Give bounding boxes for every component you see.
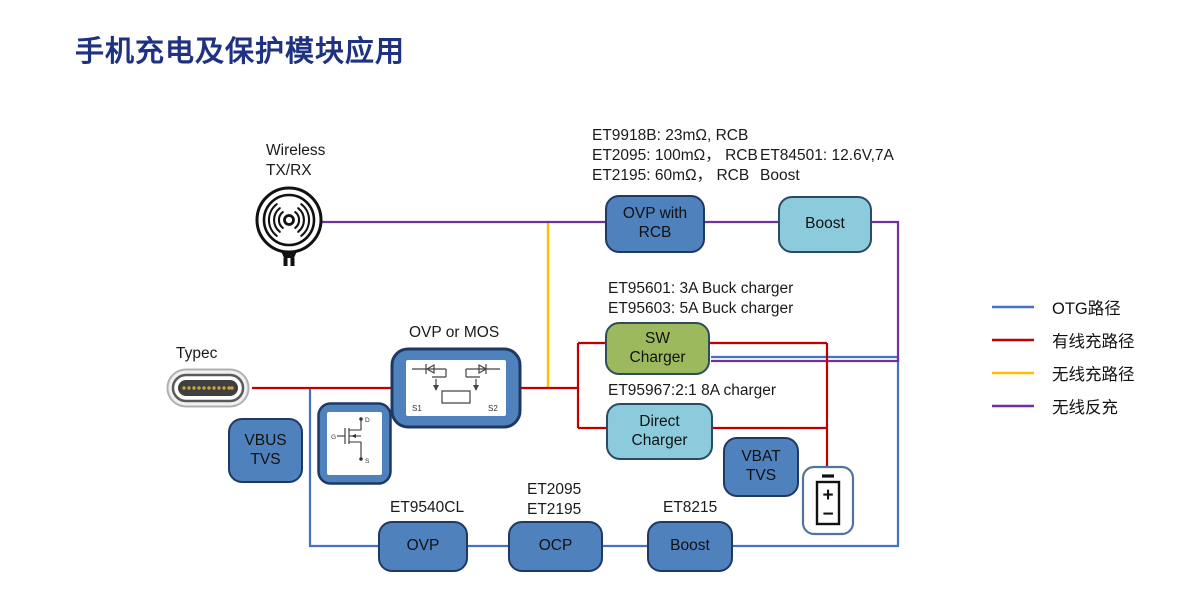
block-ocp-bottom: OCP — [508, 521, 603, 572]
mosfet-symbol — [337, 417, 363, 461]
block-boost-bottom: Boost — [647, 521, 733, 572]
coil-stand — [281, 251, 297, 266]
legend: OTG路径 有线充路径 无线充路径 无线反充 — [990, 297, 1135, 417]
block-vbat-tvs: VBAT TVS — [723, 437, 799, 497]
legend-line-reverse — [992, 404, 1034, 408]
legend-item-wired: 有线充路径 — [990, 330, 1135, 351]
mosfet-block: D G S — [317, 402, 392, 485]
otg-path-blue — [308, 355, 900, 548]
legend-label-reverse: 无线反充 — [1052, 399, 1118, 417]
legend-label-otg: OTG路径 — [1052, 300, 1121, 318]
block-sw-charger: SW Charger — [605, 322, 710, 375]
wireless-txrx-label: Wireless TX/RX — [266, 142, 326, 179]
mosfet-s2-label: S2 — [488, 404, 498, 413]
typec-label: Typec — [176, 345, 218, 362]
battery-minus-sign: − — [822, 504, 833, 525]
block-vbus-tvs: VBUS TVS — [228, 418, 303, 483]
legend-item-otg: OTG路径 — [990, 297, 1135, 318]
legend-label-wireless: 无线充路径 — [1052, 366, 1135, 384]
legend-label-wired: 有线充路径 — [1052, 333, 1135, 351]
mosfet-s1-label: S1 — [412, 404, 422, 413]
ovp-rcb-parts-note: ET9918B: 23mΩ, RCB ET2095: 100mΩ， RCB ET… — [592, 127, 758, 184]
battery-plus-sign: + — [822, 485, 833, 506]
legend-item-reverse: 无线反充 — [990, 396, 1135, 417]
ocp-parts-note: ET2095 ET2195 — [527, 481, 582, 518]
block-ovp-bottom: OVP — [378, 521, 468, 572]
legend-item-wireless: 无线充路径 — [990, 363, 1135, 384]
wireless-coil-icon — [255, 186, 323, 266]
ovp-or-mos-label: OVP or MOS — [409, 324, 500, 341]
typec-connector-icon — [166, 368, 250, 408]
page-title: 手机充电及保护模块应用 — [75, 36, 406, 68]
legend-line-otg — [992, 305, 1034, 309]
battery-icon: + − — [801, 465, 855, 536]
buck-charger-parts-note: ET95601: 3A Buck charger ET95603: 5A Buc… — [608, 280, 794, 317]
mosfet-s-label: S — [365, 458, 370, 465]
legend-line-wireless — [992, 371, 1034, 375]
dual-mosfet-symbol — [412, 363, 500, 404]
legend-line-wired — [992, 338, 1034, 342]
block-boost-top: Boost — [778, 196, 872, 253]
ovp-or-mos-block: S1 S2 — [390, 347, 522, 429]
block-ovp-with-rcb: OVP with RCB — [605, 195, 705, 253]
mosfet-g-label: G — [331, 434, 336, 441]
mosfet-d-label: D — [365, 417, 370, 424]
boost-bottom-part-note: ET8215 — [663, 499, 718, 516]
typec-pins — [182, 386, 234, 390]
boost-part-note: ET84501: 12.6V,7A Boost — [760, 147, 894, 184]
direct-charger-part-note: ET95967:2:1 8A charger — [608, 382, 777, 399]
block-direct-charger: Direct Charger — [606, 403, 713, 460]
ovp-bottom-part-note: ET9540CL — [390, 499, 465, 516]
